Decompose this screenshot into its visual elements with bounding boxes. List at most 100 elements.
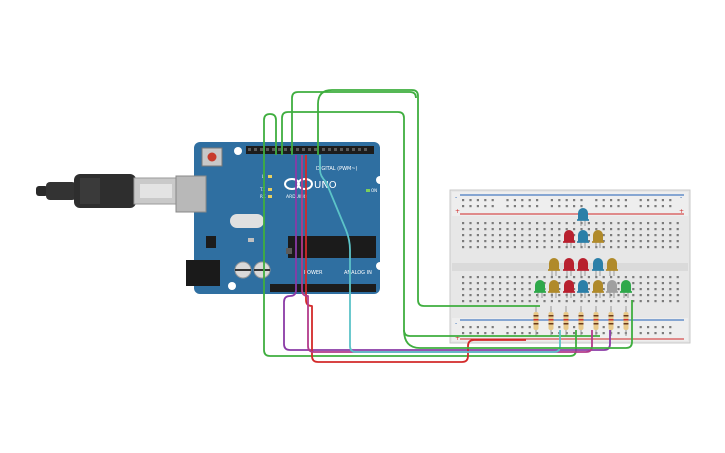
breadboard-hole[interactable]	[558, 240, 561, 243]
breadboard-hole[interactable]	[543, 222, 546, 225]
breadboard-hole[interactable]	[639, 300, 642, 303]
breadboard-hole[interactable]	[521, 294, 524, 297]
breadboard-hole[interactable]	[610, 234, 613, 237]
breadboard-hole[interactable]	[647, 282, 650, 285]
breadboard-hole[interactable]	[676, 282, 679, 285]
rail-hole[interactable]	[506, 326, 509, 329]
rail-hole[interactable]	[580, 205, 583, 208]
breadboard-hole[interactable]	[536, 240, 539, 243]
breadboard-hole[interactable]	[647, 288, 650, 291]
breadboard-hole[interactable]	[558, 300, 561, 303]
breadboard-hole[interactable]	[462, 228, 465, 231]
rail-hole[interactable]	[624, 205, 627, 208]
rail-hole[interactable]	[639, 199, 642, 202]
breadboard-hole[interactable]	[550, 276, 553, 279]
breadboard-hole[interactable]	[617, 240, 620, 243]
breadboard-hole[interactable]	[587, 300, 590, 303]
breadboard-hole[interactable]	[639, 276, 642, 279]
led[interactable]	[578, 258, 588, 270]
breadboard-hole[interactable]	[521, 246, 524, 249]
breadboard-hole[interactable]	[580, 222, 583, 225]
breadboard-hole[interactable]	[573, 276, 576, 279]
breadboard-hole[interactable]	[624, 222, 627, 225]
rail-hole[interactable]	[484, 205, 487, 208]
breadboard-hole[interactable]	[639, 288, 642, 291]
breadboard-hole[interactable]	[528, 294, 531, 297]
breadboard-hole[interactable]	[462, 234, 465, 237]
breadboard-hole[interactable]	[513, 228, 516, 231]
rail-hole[interactable]	[602, 332, 605, 335]
rail-hole[interactable]	[521, 205, 524, 208]
breadboard-hole[interactable]	[462, 294, 465, 297]
breadboard-hole[interactable]	[647, 228, 650, 231]
breadboard-hole[interactable]	[506, 300, 509, 303]
breadboard-hole[interactable]	[484, 234, 487, 237]
breadboard-hole[interactable]	[669, 240, 672, 243]
rail-hole[interactable]	[521, 332, 524, 335]
breadboard-hole[interactable]	[647, 240, 650, 243]
breadboard-hole[interactable]	[550, 300, 553, 303]
rail-hole[interactable]	[484, 332, 487, 335]
rail-hole[interactable]	[484, 199, 487, 202]
breadboard-hole[interactable]	[484, 282, 487, 285]
breadboard-hole[interactable]	[624, 228, 627, 231]
rail-hole[interactable]	[536, 205, 539, 208]
rail-hole[interactable]	[654, 199, 657, 202]
breadboard-hole[interactable]	[595, 222, 598, 225]
breadboard-hole[interactable]	[536, 276, 539, 279]
breadboard-hole[interactable]	[476, 276, 479, 279]
breadboard-hole[interactable]	[462, 222, 465, 225]
breadboard-hole[interactable]	[484, 222, 487, 225]
breadboard-hole[interactable]	[543, 246, 546, 249]
rail-hole[interactable]	[639, 332, 642, 335]
breadboard-hole[interactable]	[476, 294, 479, 297]
resistor[interactable]	[608, 312, 614, 330]
breadboard-hole[interactable]	[587, 222, 590, 225]
breadboard-hole[interactable]	[669, 246, 672, 249]
breadboard-hole[interactable]	[676, 294, 679, 297]
breadboard-hole[interactable]	[647, 276, 650, 279]
led[interactable]	[593, 230, 603, 242]
breadboard-hole[interactable]	[632, 228, 635, 231]
breadboard-hole[interactable]	[624, 300, 627, 303]
resistor[interactable]	[593, 312, 599, 330]
rail-hole[interactable]	[565, 199, 568, 202]
rail-hole[interactable]	[506, 199, 509, 202]
breadboard-hole[interactable]	[610, 222, 613, 225]
breadboard-hole[interactable]	[632, 246, 635, 249]
breadboard-hole[interactable]	[550, 234, 553, 237]
breadboard-hole[interactable]	[573, 246, 576, 249]
breadboard-hole[interactable]	[617, 222, 620, 225]
breadboard-hole[interactable]	[513, 288, 516, 291]
breadboard-hole[interactable]	[676, 222, 679, 225]
rail-hole[interactable]	[536, 332, 539, 335]
breadboard-hole[interactable]	[632, 300, 635, 303]
breadboard-hole[interactable]	[580, 228, 583, 231]
rail-hole[interactable]	[565, 205, 568, 208]
breadboard-hole[interactable]	[602, 288, 605, 291]
breadboard-hole[interactable]	[536, 294, 539, 297]
breadboard-hole[interactable]	[602, 228, 605, 231]
led[interactable]	[621, 280, 631, 292]
breadboard-hole[interactable]	[639, 240, 642, 243]
breadboard-hole[interactable]	[654, 282, 657, 285]
breadboard-hole[interactable]	[521, 288, 524, 291]
rail-hole[interactable]	[462, 199, 465, 202]
rail-hole[interactable]	[550, 332, 553, 335]
breadboard-hole[interactable]	[476, 228, 479, 231]
rail-hole[interactable]	[536, 199, 539, 202]
breadboard-hole[interactable]	[669, 294, 672, 297]
breadboard-hole[interactable]	[632, 222, 635, 225]
breadboard-hole[interactable]	[506, 228, 509, 231]
breadboard-hole[interactable]	[513, 294, 516, 297]
breadboard-hole[interactable]	[506, 234, 509, 237]
breadboard-hole[interactable]	[573, 288, 576, 291]
breadboard-hole[interactable]	[484, 246, 487, 249]
breadboard-hole[interactable]	[632, 240, 635, 243]
rail-hole[interactable]	[491, 199, 494, 202]
rail-hole[interactable]	[469, 332, 472, 335]
breadboard-hole[interactable]	[484, 228, 487, 231]
rail-hole[interactable]	[491, 205, 494, 208]
rail-hole[interactable]	[469, 326, 472, 329]
breadboard-hole[interactable]	[617, 246, 620, 249]
